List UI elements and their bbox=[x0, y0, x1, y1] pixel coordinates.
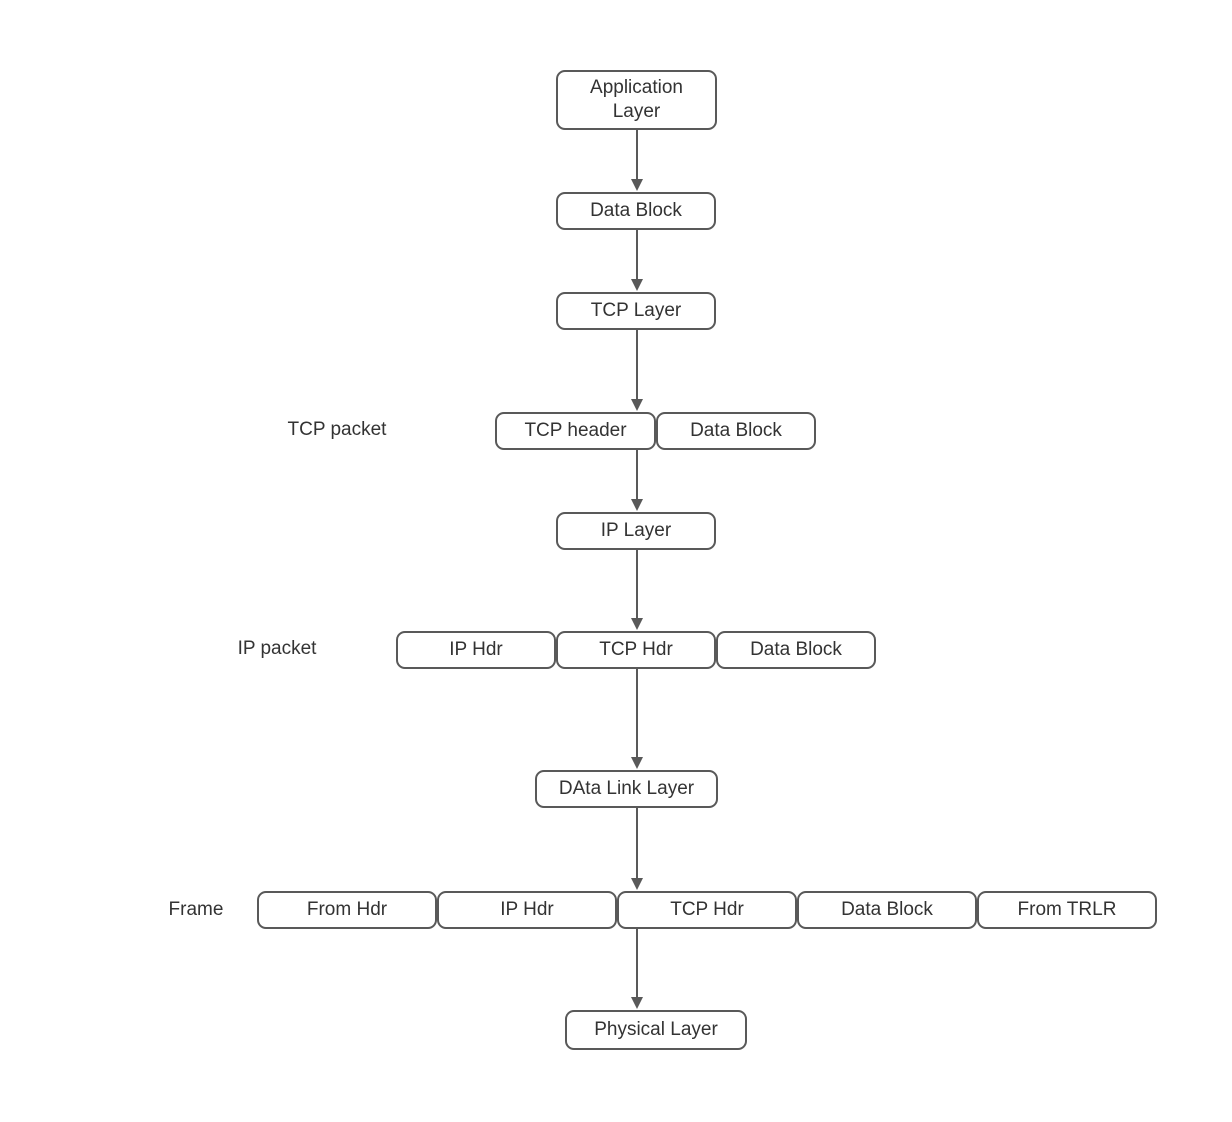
node-ip-hdr: IP Hdr bbox=[396, 631, 556, 669]
arrow-down-icon bbox=[631, 808, 643, 890]
arrowhead-icon bbox=[631, 399, 643, 411]
arrowhead-icon bbox=[631, 499, 643, 511]
label-frame: Frame bbox=[168, 899, 224, 920]
node-tcp-layer: TCP Layer bbox=[556, 292, 716, 330]
node-data-block: Data Block bbox=[556, 192, 716, 230]
arrow-shaft bbox=[636, 808, 638, 881]
node-data-block: Data Block bbox=[716, 631, 876, 669]
arrow-shaft bbox=[636, 450, 638, 502]
arrow-down-icon bbox=[631, 450, 643, 511]
arrow-down-icon bbox=[631, 230, 643, 291]
arrow-shaft bbox=[636, 929, 638, 1000]
arrow-down-icon bbox=[631, 929, 643, 1009]
arrowhead-icon bbox=[631, 279, 643, 291]
label-ip-packet: IP packet bbox=[237, 638, 317, 659]
arrow-shaft bbox=[636, 230, 638, 282]
node-physical-layer: Physical Layer bbox=[565, 1010, 747, 1050]
node-from-trlr: From TRLR bbox=[977, 891, 1157, 929]
arrowhead-icon bbox=[631, 997, 643, 1009]
node-ip-layer: IP Layer bbox=[556, 512, 716, 550]
arrow-shaft bbox=[636, 669, 638, 760]
arrowhead-icon bbox=[631, 757, 643, 769]
arrow-down-icon bbox=[631, 130, 643, 191]
arrow-shaft bbox=[636, 330, 638, 402]
node-data-block: Data Block bbox=[797, 891, 977, 929]
arrow-down-icon bbox=[631, 550, 643, 630]
arrowhead-icon bbox=[631, 179, 643, 191]
node-data-block: Data Block bbox=[656, 412, 816, 450]
arrow-down-icon bbox=[631, 330, 643, 411]
node-from-hdr: From Hdr bbox=[257, 891, 437, 929]
node-data-link-layer: DAta Link Layer bbox=[535, 770, 718, 808]
arrow-down-icon bbox=[631, 669, 643, 769]
arrowhead-icon bbox=[631, 618, 643, 630]
arrowhead-icon bbox=[631, 878, 643, 890]
node-tcp-hdr: TCP Hdr bbox=[556, 631, 716, 669]
arrow-shaft bbox=[636, 130, 638, 182]
label-tcp-packet: TCP packet bbox=[287, 419, 387, 440]
node-application-layer: Application Layer bbox=[556, 70, 717, 130]
node-tcp-hdr: TCP Hdr bbox=[617, 891, 797, 929]
arrow-shaft bbox=[636, 550, 638, 621]
node-tcp-header: TCP header bbox=[495, 412, 656, 450]
node-ip-hdr: IP Hdr bbox=[437, 891, 617, 929]
